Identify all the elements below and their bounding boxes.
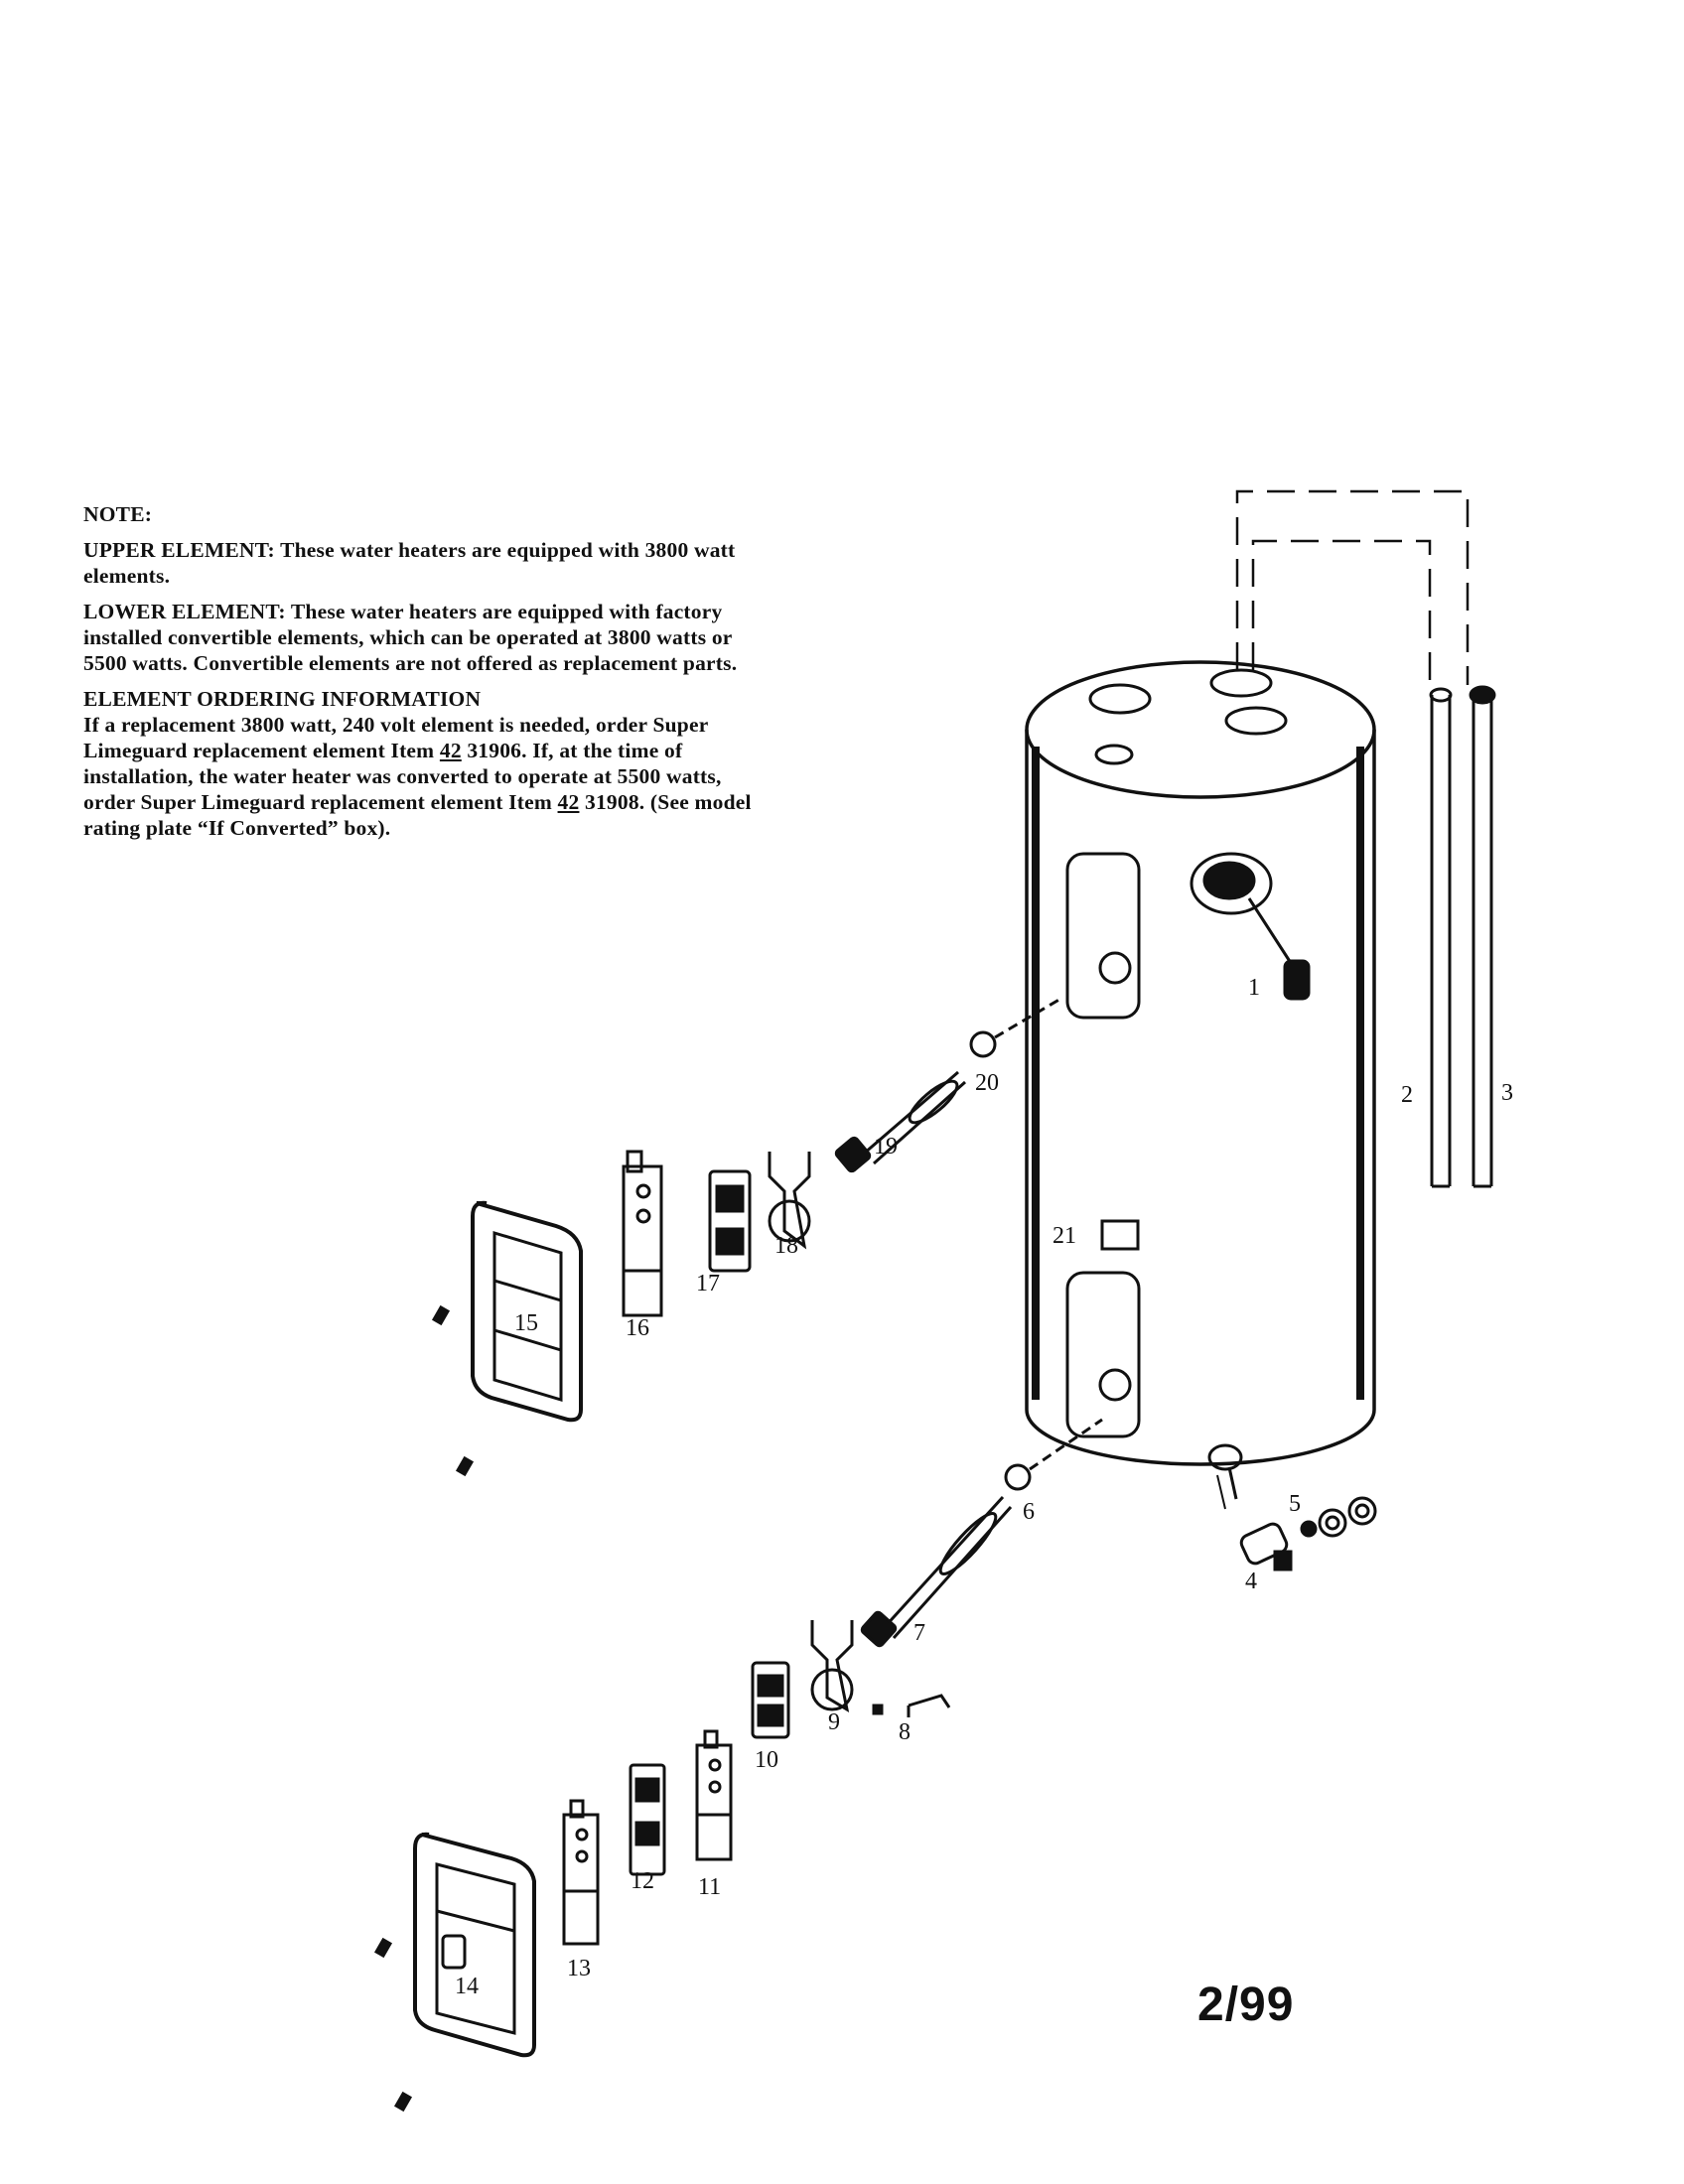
lower-heating-element — [860, 1495, 1013, 1648]
part-label-12: 12 — [631, 1868, 654, 1894]
lower-switch-bracket — [562, 1799, 600, 1946]
part-label-6: 6 — [1023, 1499, 1035, 1525]
part-label-1: 1 — [1248, 975, 1260, 1001]
part-label-19: 19 — [874, 1134, 898, 1160]
upper-access-cover — [471, 1200, 583, 1423]
top-port-1 — [1088, 683, 1152, 715]
lower-element-note: LOWER ELEMENT: These water heaters are e… — [83, 600, 738, 675]
lower-thermostat — [751, 1661, 790, 1739]
label-plate — [1100, 1219, 1140, 1251]
item-code-1: 42 — [439, 739, 462, 762]
top-port-4 — [1094, 744, 1134, 765]
upper-element-bracket — [768, 1152, 811, 1250]
lower-bracket-clip — [872, 1694, 951, 1717]
upper-thermostat — [708, 1169, 752, 1273]
part-label-11: 11 — [698, 1874, 721, 1900]
upper-access-opening — [1065, 852, 1141, 1020]
part-label-8: 8 — [899, 1719, 911, 1745]
drain-opening — [1207, 1443, 1243, 1471]
ordering-text-2: 31906. If, at the time of installation, … — [83, 739, 722, 814]
part-label-5: 5 — [1289, 1491, 1301, 1517]
lower-limit-control — [695, 1729, 733, 1861]
note-block: NOTE: UPPER ELEMENT: These water heaters… — [83, 501, 778, 851]
part-label-10: 10 — [755, 1747, 778, 1773]
lower-cover-screws — [373, 1937, 413, 2113]
part-label-16: 16 — [626, 1315, 649, 1341]
upper-limit-control — [622, 1150, 663, 1317]
ordering-text-1: If a replacement 3800 watt, 240 volt ele… — [83, 713, 709, 762]
part-label-7: 7 — [913, 1620, 925, 1646]
ordering-info: If a replacement 3800 watt, 240 volt ele… — [83, 712, 778, 841]
part-label-4: 4 — [1245, 1569, 1257, 1594]
upper-element-gasket — [969, 996, 1063, 1058]
drain-valve-washers — [1300, 1496, 1377, 1538]
upper-element-note: UPPER ELEMENT: These water heaters are e… — [83, 538, 736, 588]
part-label-21: 21 — [1052, 1223, 1076, 1249]
revision-date: 2/99 — [1197, 1979, 1295, 2031]
part-label-18: 18 — [774, 1233, 798, 1259]
lower-element-gasket — [1004, 1418, 1103, 1491]
water-heater-tank — [1025, 660, 1376, 1471]
dip-tubes — [1429, 685, 1496, 1188]
part-label-2: 2 — [1401, 1082, 1413, 1108]
ordering-heading: ELEMENT ORDERING INFORMATION — [83, 687, 482, 711]
lower-access-cover — [413, 1832, 536, 2058]
ordering-text-3: 31908. (See model rating plate “If Conve… — [83, 790, 752, 840]
item-code-2: 42 — [557, 790, 580, 814]
top-port-3 — [1224, 706, 1288, 736]
note-heading: NOTE: — [83, 502, 153, 526]
part-label-13: 13 — [567, 1956, 591, 1981]
leader-lines — [1216, 1474, 1226, 1510]
upper-cover-screws — [431, 1304, 475, 1477]
tp-relief-valve — [1247, 897, 1311, 1001]
part-label-15: 15 — [514, 1310, 538, 1336]
part-label-9: 9 — [828, 1709, 840, 1735]
part-label-20: 20 — [975, 1070, 999, 1096]
top-port-2 — [1209, 668, 1273, 698]
part-label-14: 14 — [455, 1974, 479, 1999]
part-label-17: 17 — [696, 1271, 720, 1297]
part-labels: 1 2 3 4 5 6 7 8 9 10 11 12 13 14 15 16 1… — [455, 975, 1513, 1999]
upper-heating-element — [834, 1070, 966, 1173]
dashed-connection-lines — [1235, 489, 1470, 685]
lower-thermostat-assembly — [629, 1763, 666, 1876]
lower-access-opening — [1065, 1271, 1141, 1438]
drain-valve — [1227, 1466, 1293, 1571]
lower-element-bracket — [810, 1620, 854, 1713]
part-label-3: 3 — [1501, 1080, 1513, 1106]
tp-valve-opening — [1190, 852, 1273, 915]
